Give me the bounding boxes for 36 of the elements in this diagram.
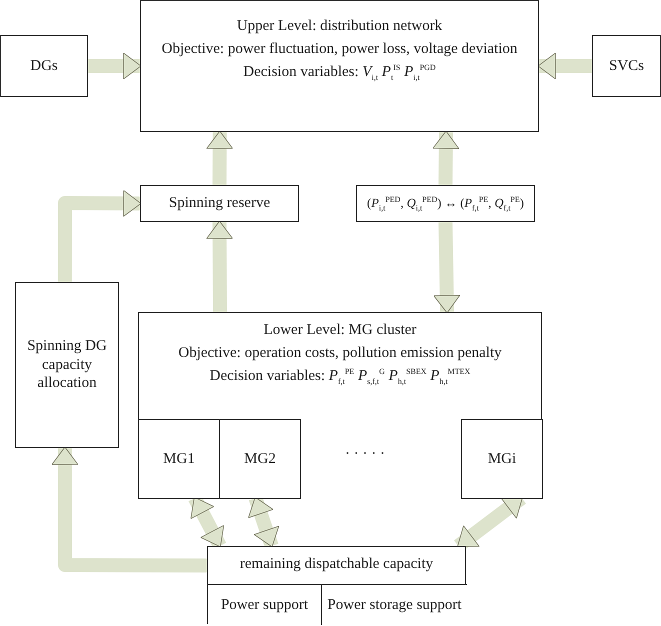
- block-arrow: [58, 190, 142, 282]
- ellipsis-dots: · · · · ·: [345, 446, 385, 463]
- box-text: (P$_{i,t}$$^{PED}$, Q$_{i,t}$$^{PED}$) ↔ (P$_{f,t}$$^{PE}$, Q$_{f,t}$$^{PE}$): [367, 196, 524, 212]
- table-cell: [208, 584, 321, 625]
- process-box: [138, 419, 220, 499]
- box-text: Objective: operation costs, pollution emission penalty: [178, 344, 502, 362]
- box-text: Power support: [220, 596, 308, 614]
- box-heading: Lower Level: MG cluster: [264, 321, 416, 340]
- level-box: [140, 0, 539, 132]
- block-arrow: [206, 130, 234, 186]
- block-arrow: [88, 52, 142, 80]
- block-arrow: [432, 130, 460, 186]
- block-arrow: [52, 446, 208, 572]
- process-box: [0, 35, 88, 97]
- box-text: MG1: [163, 450, 195, 468]
- level-box: [138, 312, 542, 498]
- block-arrow: [433, 222, 460, 314]
- box-text: remaining dispatchable capacity: [240, 555, 434, 574]
- block-arrow: [206, 220, 233, 312]
- box-text: Spinning reserve: [168, 194, 270, 213]
- capacity-box: [207, 546, 466, 624]
- process-box: [592, 35, 661, 97]
- box-text: DGs: [30, 56, 58, 76]
- process-box: [356, 185, 535, 222]
- box-heading: Upper Level: distribution network: [236, 17, 442, 36]
- box-text: Spinning DG capacity allocation: [26, 336, 108, 394]
- box-text: MGi: [488, 450, 516, 468]
- box-text: Power storage support: [327, 596, 462, 614]
- box-text: Objective: power fluctuation, power loss, voltage deviation: [162, 40, 518, 58]
- box-text: SVCs: [608, 56, 644, 76]
- process-box: [219, 419, 301, 499]
- block-arrow: [538, 52, 592, 80]
- box-text: MG2: [244, 450, 276, 468]
- process-box: [461, 419, 543, 499]
- process-box: [15, 282, 119, 448]
- process-box: [140, 185, 299, 222]
